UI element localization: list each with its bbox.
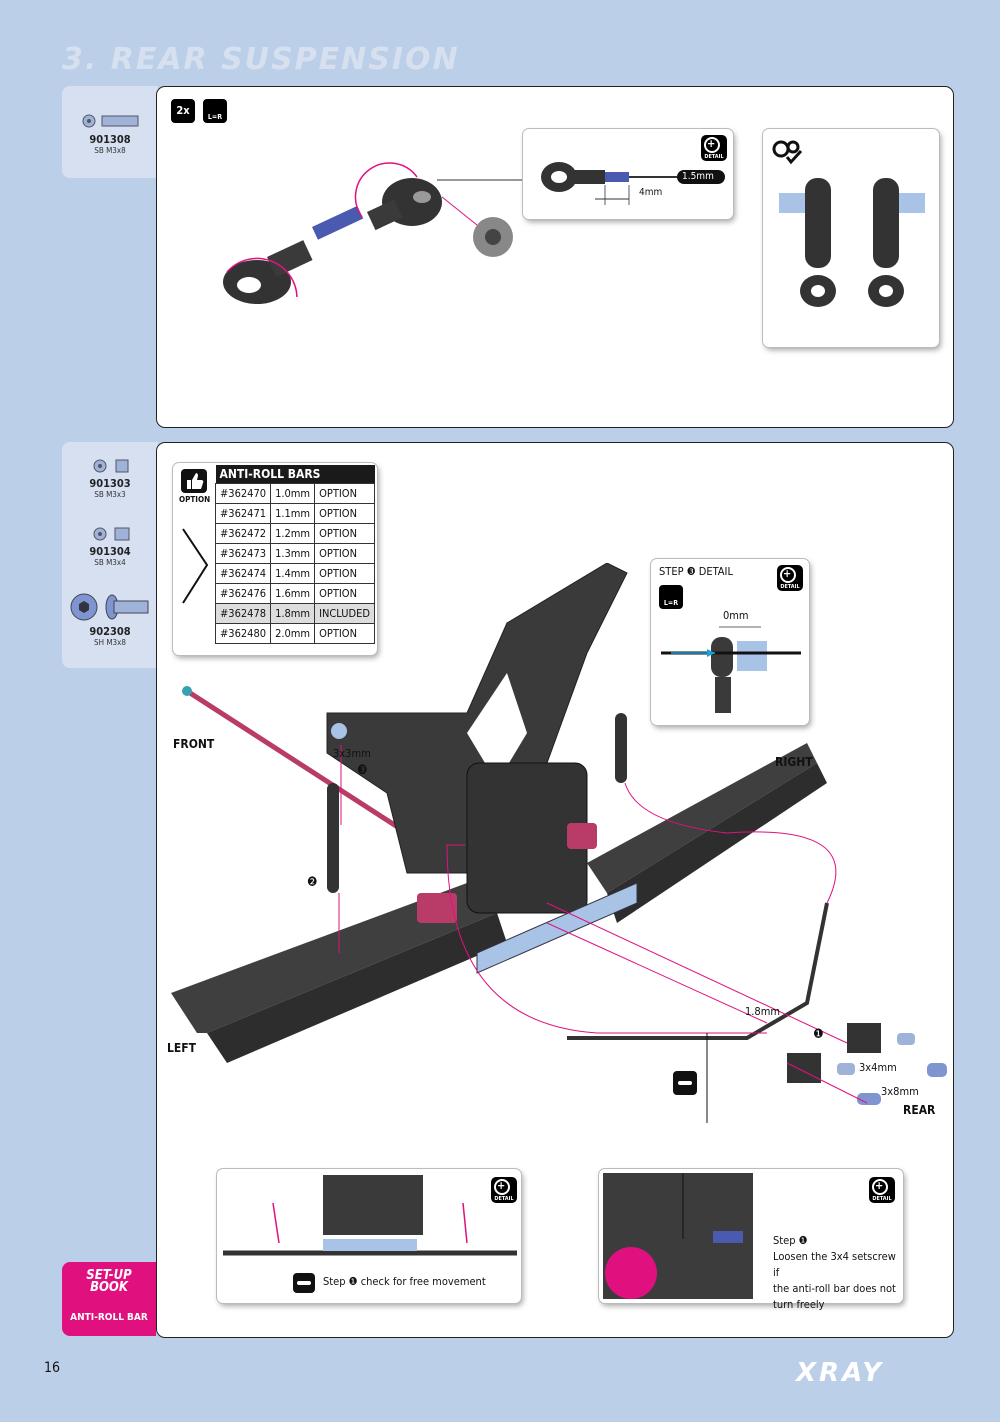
step3-detail-box: STEP ❸ DETAIL + DETAIL L=R 0mm xyxy=(651,559,809,725)
part-902308: 902308 SH M3x8 xyxy=(62,592,158,647)
quantity-badge: 2x xyxy=(171,99,195,123)
front-label: FRONT xyxy=(173,737,215,751)
step-number-3: ❸ xyxy=(357,763,368,778)
page-title: 3. REAR SUSPENSION xyxy=(62,42,460,77)
setscrew-3x4-label: 3x4mm xyxy=(859,1061,897,1074)
setup-book-tab: SET-UP BOOK ANTI-ROLL BAR xyxy=(62,1262,156,1336)
step3-detail-title: STEP ❸ DETAIL xyxy=(659,565,733,578)
setscrew-detail-illustration xyxy=(603,1173,753,1299)
part-901308: 901308 SB M3x8 xyxy=(62,112,158,155)
part-901304: 901304 SB M3x4 xyxy=(62,526,158,567)
parts-tab-step1: 901308 SB M3x8 xyxy=(62,86,158,178)
assembled-rod-ends-illustration xyxy=(779,178,925,307)
thumbs-up-icon xyxy=(181,469,207,493)
detail-icon: + DETAIL xyxy=(491,1177,517,1203)
detail-box-free-movement: + DETAIL Step ❶ check for free movement xyxy=(217,1169,521,1303)
lr-badge: L=R xyxy=(659,585,683,609)
page-number: 16 xyxy=(44,1360,61,1376)
rear-label: REAR xyxy=(903,1103,936,1117)
button-head-screw-icon xyxy=(70,593,149,621)
setup-book-line1: SET-UP xyxy=(86,1268,132,1283)
dimension-label: 0mm xyxy=(723,609,749,622)
setscrew-icon xyxy=(93,459,129,473)
detail-icon: + DETAIL xyxy=(869,1177,895,1203)
hex-wrench-icon xyxy=(673,1071,697,1095)
rod-end-assembly-illustration xyxy=(223,162,513,304)
option-label: OPTION xyxy=(179,495,211,504)
right-label: RIGHT xyxy=(775,755,813,769)
detail-box-loosen-setscrew: + DETAIL Step ❶ Loosen the 3x4 setscrew … xyxy=(599,1169,903,1311)
step-number-2: ❷ xyxy=(307,875,318,890)
tool-size-label: 1.5mm xyxy=(682,171,714,182)
screw-3x8-label: 3x8mm xyxy=(881,1085,919,1098)
setscrew-icon xyxy=(93,527,130,541)
part-901303: 901303 SB M3x3 xyxy=(62,458,158,499)
setup-book-line2: BOOK xyxy=(90,1280,128,1295)
setscrew-3x3-label: 3x3mm xyxy=(333,747,371,760)
hex-wrench-icon xyxy=(293,1273,315,1293)
anti-roll-bar-shape-icon xyxy=(182,528,209,604)
lr-badge: L=R xyxy=(203,99,227,123)
step3-detail-illustration xyxy=(661,626,801,713)
loosen-setscrew-instruction: Step ❶ Loosen the 3x4 setscrew if the an… xyxy=(773,1234,896,1311)
free-movement-detail-illustration xyxy=(223,1175,517,1256)
brand-logo: XRAY xyxy=(796,1358,885,1388)
table-title: ANTI-ROLL BARS xyxy=(215,465,375,484)
rear-suspension-assembly-illustration xyxy=(171,563,947,1123)
detail-icon: + DETAIL xyxy=(701,135,727,161)
step-number-1: ❶ xyxy=(813,1027,824,1042)
free-movement-instruction: Step ❶ check for free movement xyxy=(323,1275,486,1288)
detail-box-step1: + DETAIL 1.5mm 4mm xyxy=(523,129,733,219)
screw-icon xyxy=(82,114,139,128)
step1-panel: 2x L=R + DETAIL xyxy=(156,86,954,428)
rod-end-detail-illustration xyxy=(541,162,725,205)
leader-line xyxy=(437,179,527,181)
detail-icon: + DETAIL xyxy=(777,565,803,591)
bar-diameter-label: 1.8mm xyxy=(745,1005,781,1018)
check-gears-icon xyxy=(772,140,803,165)
left-label: LEFT xyxy=(167,1041,196,1055)
parts-tab-step2: 901303 SB M3x3 901304 SB M3x4 902308 SH … xyxy=(62,442,158,668)
result-box-step1 xyxy=(763,129,939,347)
setup-book-topic: ANTI-ROLL BAR xyxy=(70,1312,148,1323)
dimension-label: 4mm xyxy=(639,187,663,198)
